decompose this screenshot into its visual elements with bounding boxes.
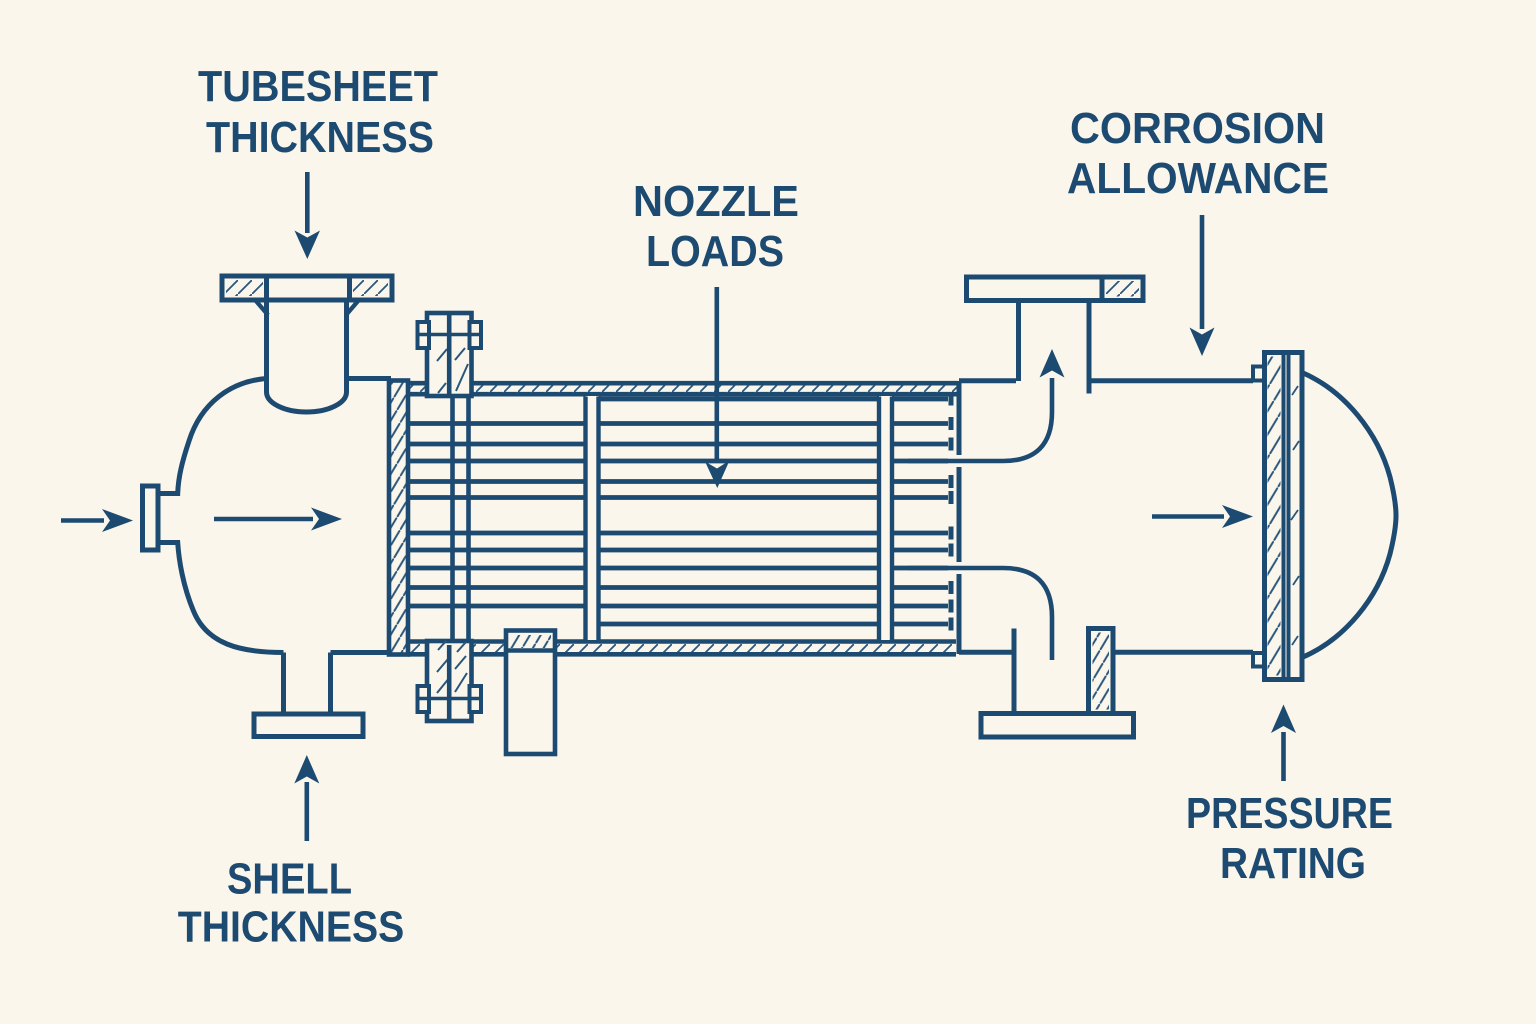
svg-text:ALLOWANCE: ALLOWANCE	[1067, 155, 1329, 203]
svg-text:SHELL: SHELL	[227, 856, 352, 904]
svg-text:THICKNESS: THICKNESS	[206, 114, 434, 162]
svg-text:THICKNESS: THICKNESS	[178, 904, 405, 952]
svg-text:LOADS: LOADS	[646, 228, 784, 276]
svg-text:RATING: RATING	[1220, 840, 1366, 888]
svg-text:PRESSURE: PRESSURE	[1186, 790, 1393, 838]
svg-text:TUBESHEET: TUBESHEET	[198, 63, 438, 111]
svg-text:CORROSION: CORROSION	[1070, 105, 1325, 153]
svg-text:NOZZLE: NOZZLE	[633, 178, 799, 226]
